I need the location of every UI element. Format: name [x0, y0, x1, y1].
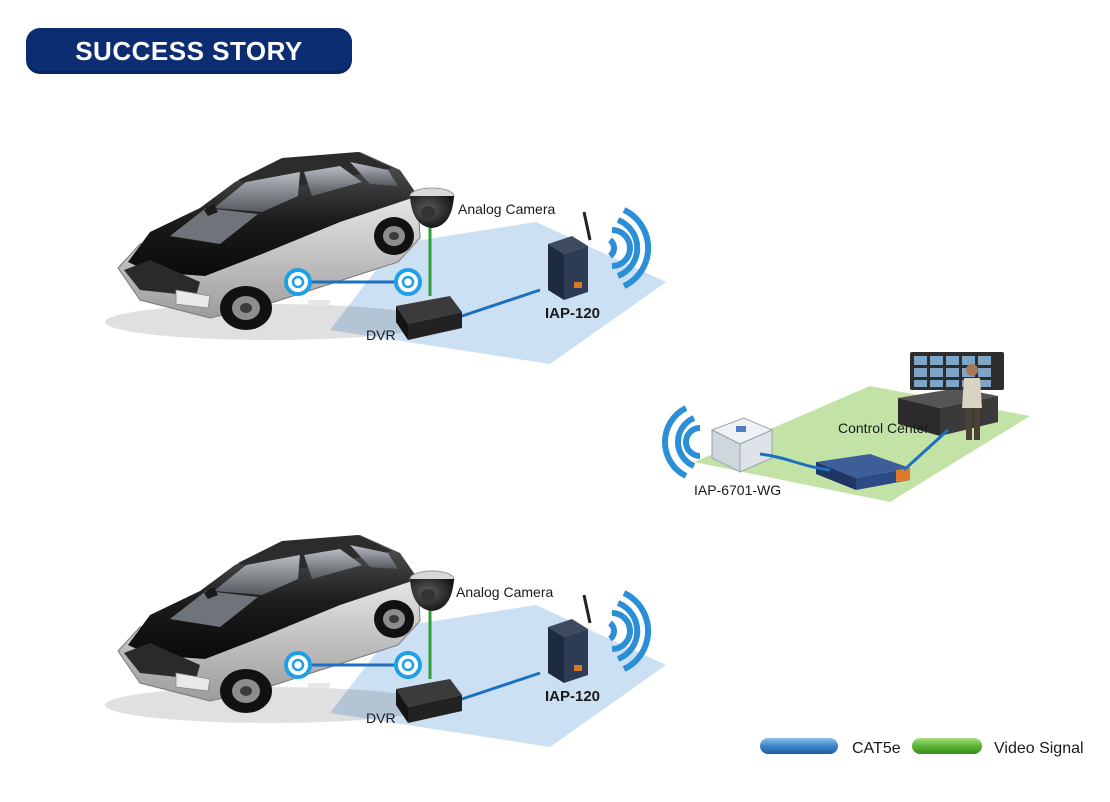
operator-figure [962, 364, 982, 440]
dvr-label-1: DVR [366, 327, 396, 343]
iap-6701-wg-device [710, 417, 774, 473]
success-story-banner: SUCCESS STORY [26, 28, 352, 74]
legend-swatch-video-signal [912, 738, 982, 754]
legend-label-video-signal: Video Signal [994, 740, 1084, 757]
legend-label-cat5e: CAT5e [852, 740, 901, 757]
video-wall-icon [910, 352, 1004, 390]
vehicle-scene-1: Analog Camera DVR IAP-120 [105, 152, 666, 364]
control-center-label: Control Center [838, 420, 929, 436]
iap-6701-wg-label: IAP-6701-WG [694, 482, 781, 498]
iap-120-label-1: IAP-120 [545, 305, 600, 322]
dvr-label-2: DVR [366, 710, 396, 726]
legend-swatch-cat5e [760, 738, 838, 754]
legend: CAT5e Video Signal [760, 738, 1084, 757]
analog-camera-label-2: Analog Camera [456, 584, 553, 600]
page-title: SUCCESS STORY [75, 35, 303, 66]
iap-120-label-2: IAP-120 [545, 688, 600, 705]
wireless-signal-icon [662, 405, 701, 479]
control-center-scene: Control Center IAP-6701-WG [662, 352, 1030, 502]
analog-camera-label-1: Analog Camera [458, 201, 555, 217]
vehicle-scene-2: Analog Camera DVR IAP-120 [105, 535, 666, 747]
ethernet-switch-icon [816, 454, 910, 490]
